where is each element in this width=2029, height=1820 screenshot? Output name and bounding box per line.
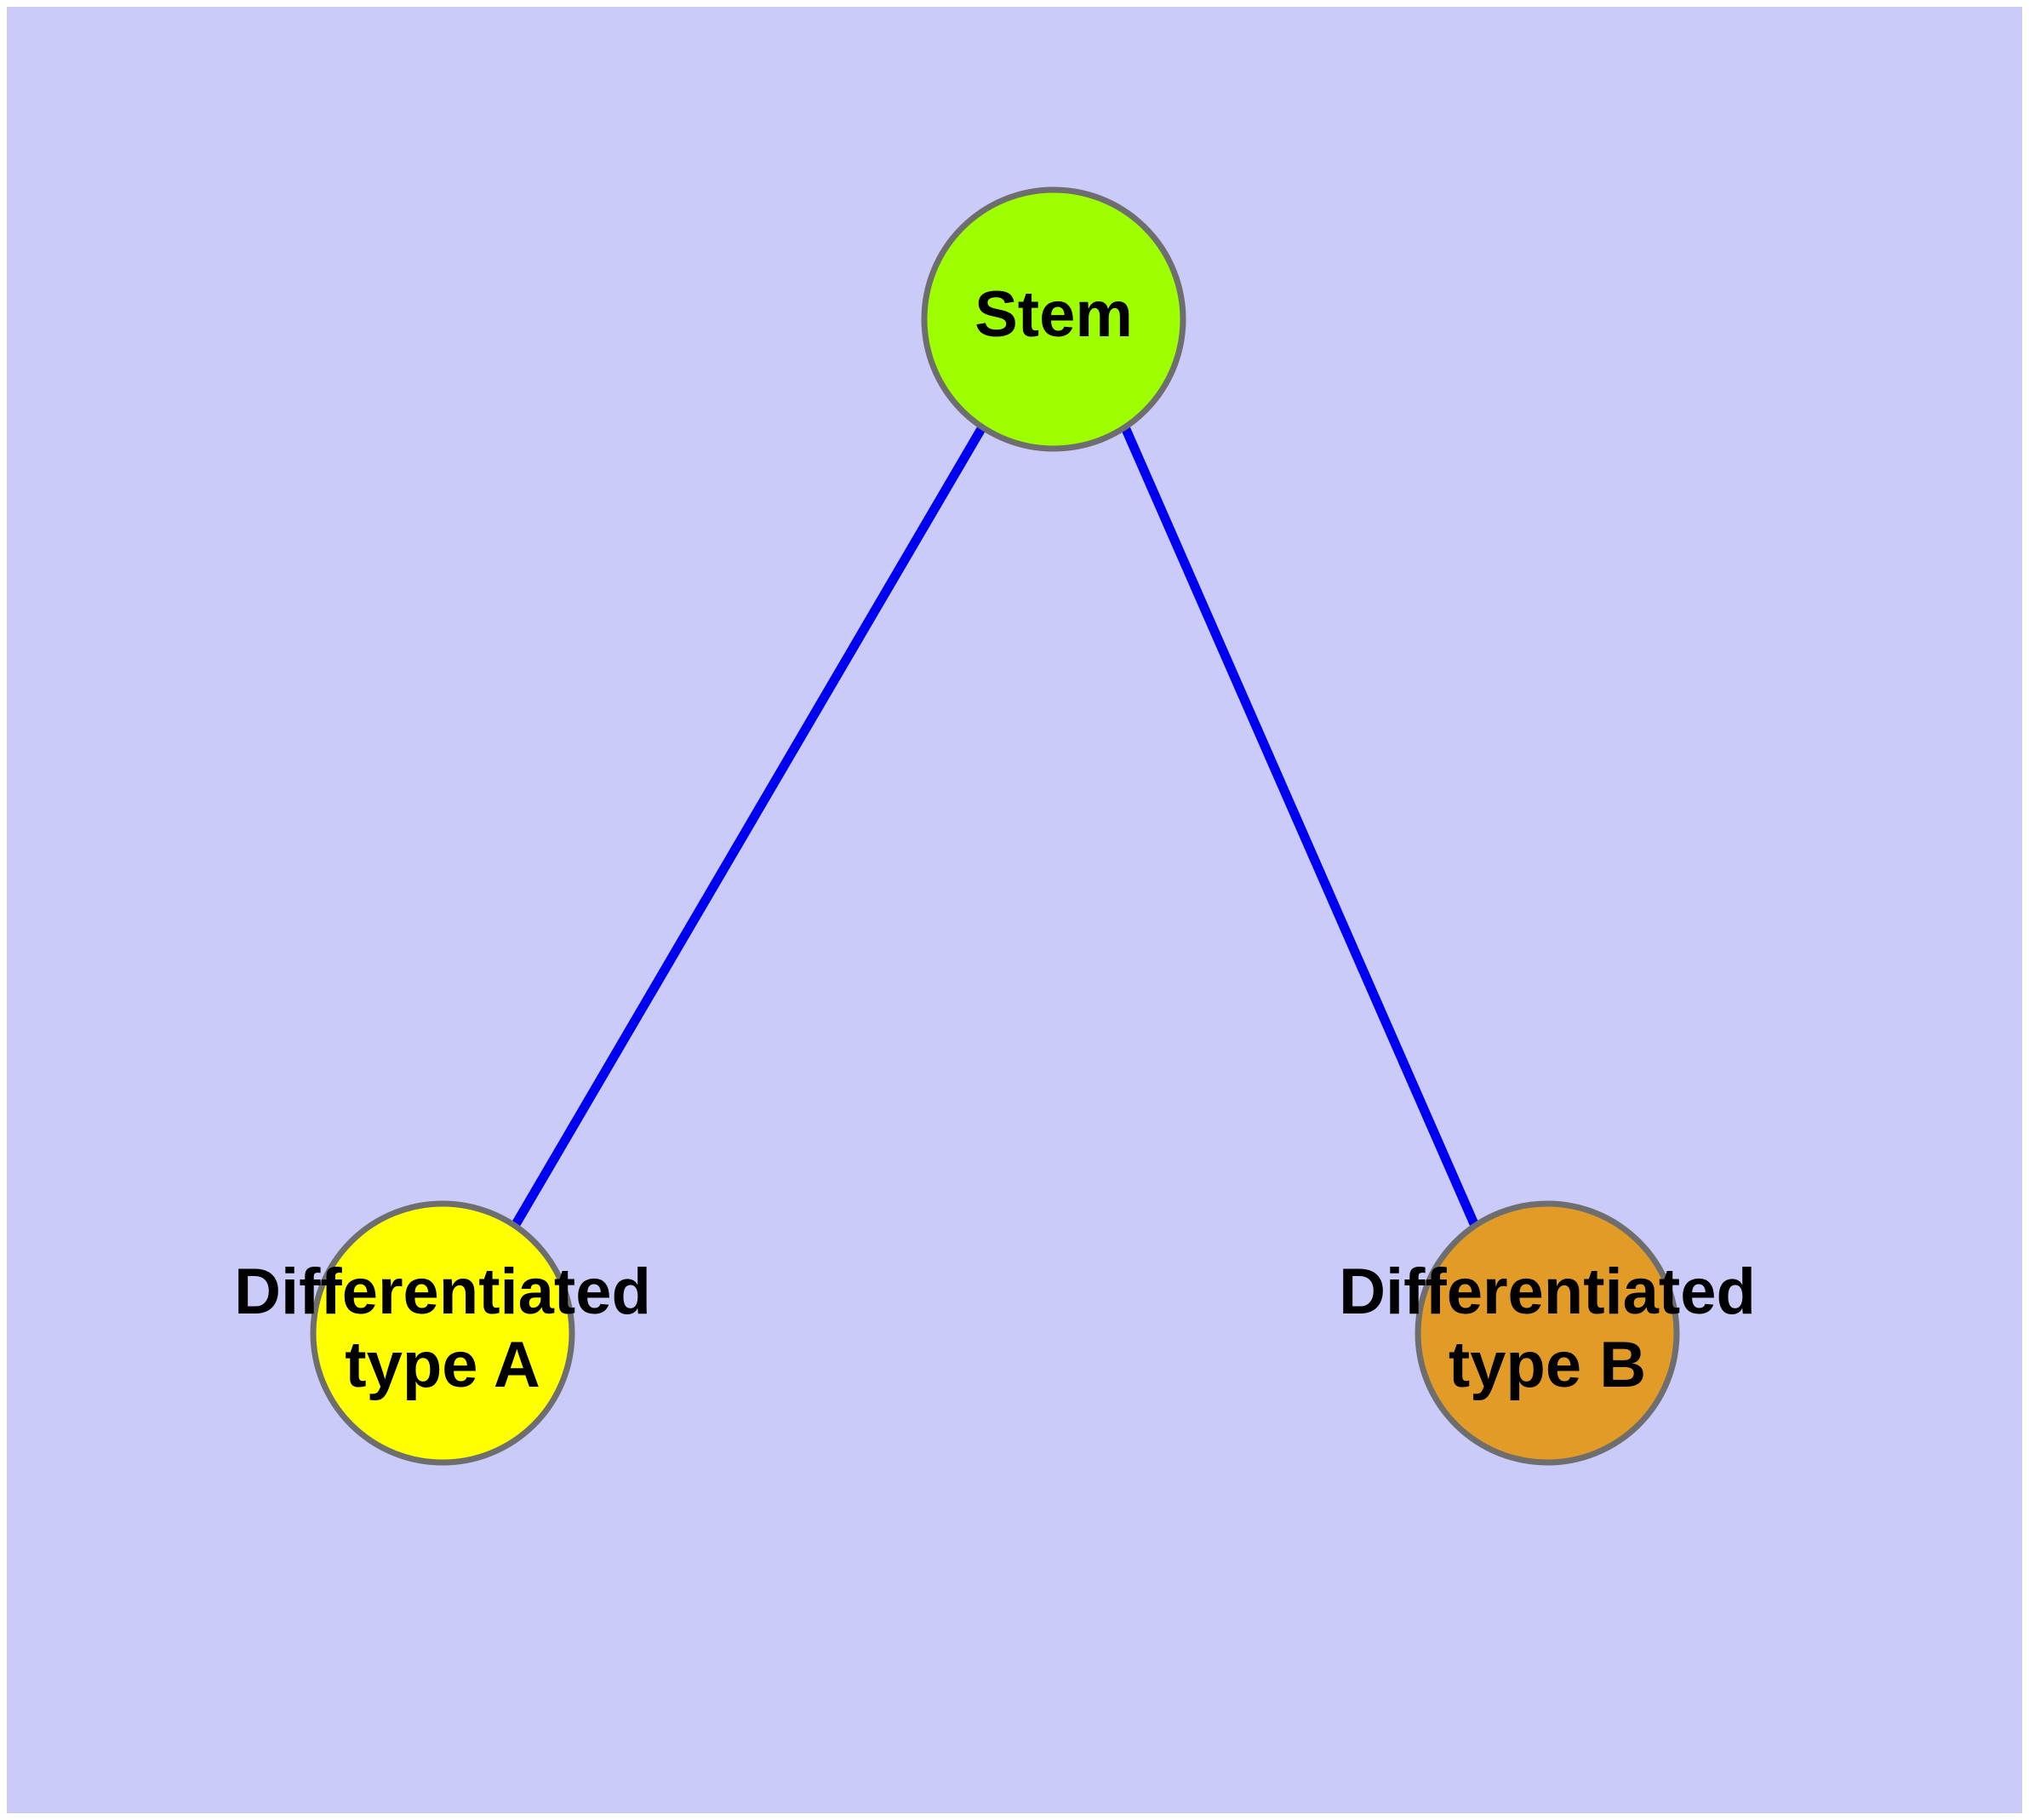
node-label-line: Differentiated — [1339, 1256, 1756, 1328]
node-stem[interactable]: Stem — [921, 186, 1186, 452]
node-circle-diff-a[interactable] — [310, 1200, 575, 1466]
node-circle-stem[interactable] — [921, 186, 1186, 452]
edge-stem-to-diff-a[interactable] — [511, 425, 986, 1228]
node-label-line: Differentiated — [234, 1256, 651, 1328]
node-label-line: type B — [1449, 1329, 1646, 1401]
node-label-line: Stem — [974, 278, 1133, 351]
node-label-line: type A — [345, 1329, 540, 1401]
edge-stem-to-diff-b[interactable] — [1120, 425, 1480, 1228]
node-label-stem: Stem — [974, 278, 1133, 351]
edge-layer — [511, 425, 1480, 1228]
node-circle-diff-b[interactable] — [1415, 1200, 1680, 1466]
